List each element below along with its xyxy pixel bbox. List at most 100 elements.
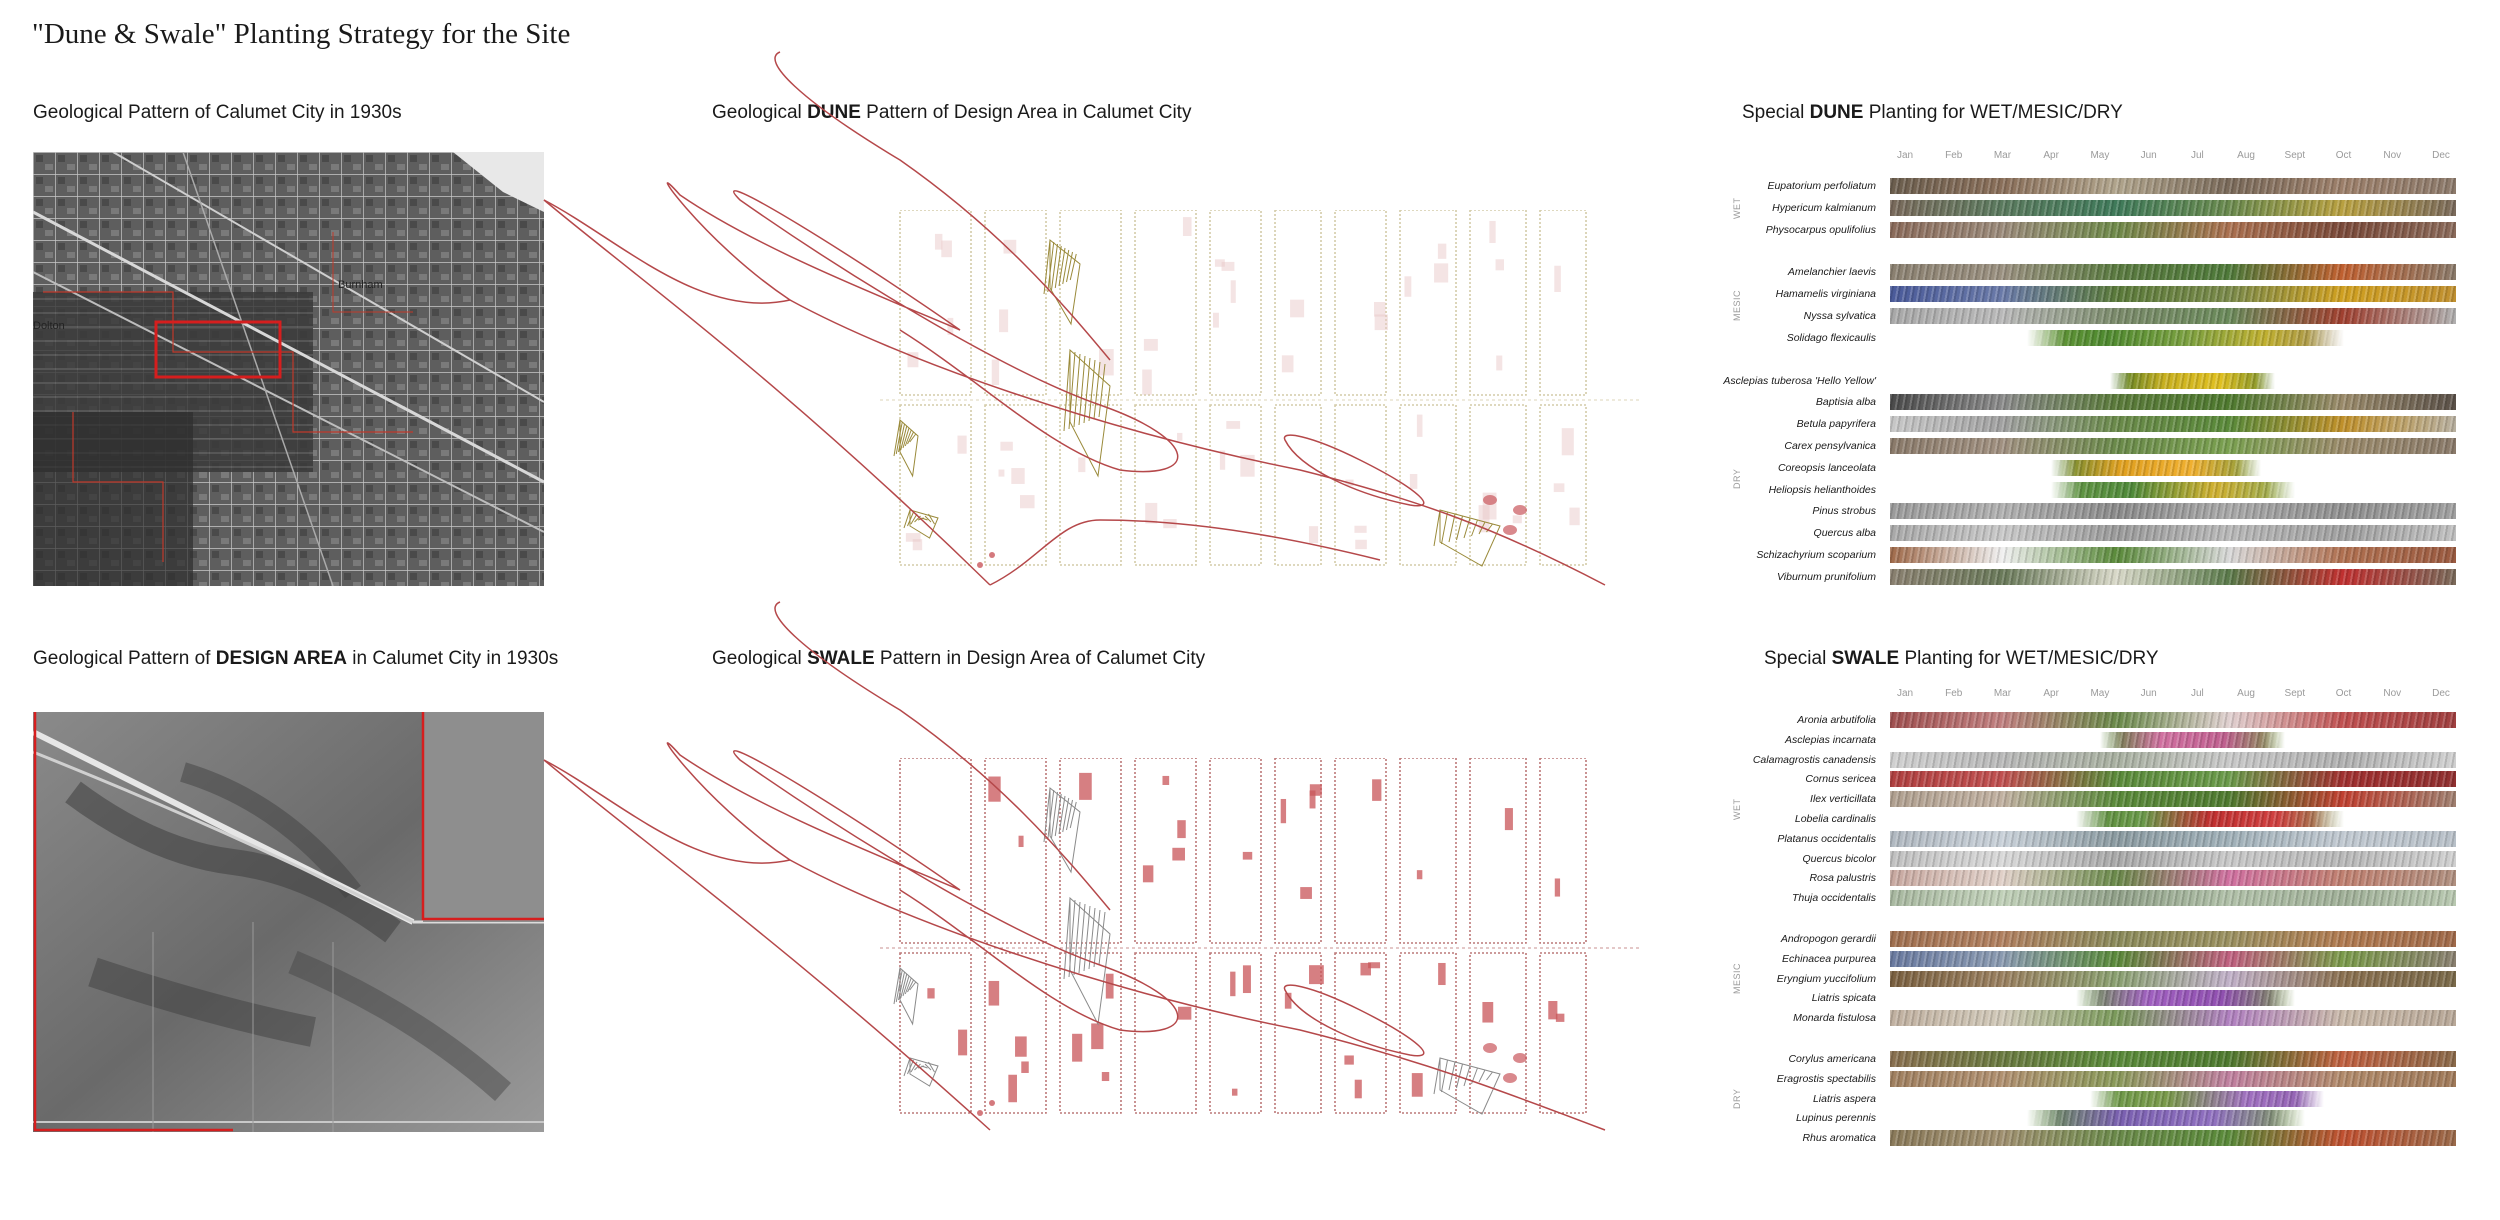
plant-row: Lupinus perennis xyxy=(1720,1110,2460,1127)
plant-row: Hamamelis virginiana xyxy=(1720,286,2460,303)
plant-name: Lupinus perennis xyxy=(1796,1112,1876,1125)
building-footprint xyxy=(1145,502,1158,524)
block-outline xyxy=(1399,404,1457,566)
plant-row: Nyssa sylvatica xyxy=(1720,308,2460,324)
dune-hatch-area xyxy=(1069,348,1111,478)
building-footprint xyxy=(1374,314,1388,331)
plant-row: Asclepias incarnata xyxy=(1720,731,2460,748)
bloom-strip xyxy=(1890,394,2456,411)
block-outline xyxy=(1134,404,1197,566)
block-outline xyxy=(1209,210,1262,396)
building-footprint xyxy=(991,359,1000,386)
plant-name: Eupatorium perfoliatum xyxy=(1767,180,1876,192)
building-footprint xyxy=(927,988,935,999)
title-text: Pattern in Design Area of Calumet City xyxy=(874,648,1206,669)
bloom-strip xyxy=(1890,830,2456,847)
hatch-line xyxy=(924,515,932,523)
building-footprint xyxy=(1416,414,1423,437)
plant-name: Thuja occidentalis xyxy=(1791,892,1876,905)
building-footprint xyxy=(1078,457,1086,473)
pond-blob xyxy=(977,562,983,568)
building-footprint xyxy=(1008,1074,1017,1103)
building-footprint xyxy=(1482,1001,1494,1023)
block-outline xyxy=(1274,952,1322,1114)
hatch-line xyxy=(1486,523,1493,533)
building-footprint xyxy=(999,309,1009,333)
building-footprint xyxy=(1281,355,1294,373)
hatch-line xyxy=(921,1065,928,1069)
building-footprint xyxy=(1309,790,1316,809)
month-label: Nov xyxy=(2383,688,2402,699)
month-label: Aug xyxy=(2237,150,2255,161)
title-text: Pattern of Design Area in Calumet City xyxy=(860,102,1192,123)
hatch-line xyxy=(1062,797,1070,833)
hatch-line xyxy=(907,431,914,445)
bloom-strip xyxy=(2075,990,2295,1007)
bloom-strip xyxy=(1890,712,2456,728)
hatch-line xyxy=(921,517,928,521)
building-footprint xyxy=(1177,820,1186,839)
hatch-line xyxy=(900,425,908,451)
month-label: Jul xyxy=(2190,688,2204,699)
plant-name: Carex pensylvanica xyxy=(1784,440,1876,452)
bloom-strip xyxy=(2075,811,2344,827)
hatch-line xyxy=(907,511,914,527)
bloom-strip xyxy=(2090,1090,2325,1107)
building-footprint xyxy=(1309,784,1322,796)
bloom-strip xyxy=(1890,199,2456,216)
plant-name: Heliopsis helianthoides xyxy=(1768,483,1876,496)
hatch-line xyxy=(900,973,908,999)
hatch-line xyxy=(1448,1061,1456,1091)
swale-outline-lower xyxy=(789,859,1606,1131)
building-footprint xyxy=(1162,775,1170,785)
building-footprint xyxy=(1079,772,1092,800)
month-label: Mar xyxy=(1993,150,2012,161)
building-footprint xyxy=(1177,432,1183,441)
hatch-line xyxy=(1441,1059,1448,1093)
building-footprint xyxy=(1496,355,1503,371)
pond-blob xyxy=(1483,495,1497,505)
hatch-line xyxy=(902,975,910,997)
hatch-line xyxy=(1448,513,1456,543)
block-outline xyxy=(1059,758,1122,944)
bloom-strip xyxy=(1890,970,2456,987)
bloom-strip xyxy=(1890,850,2456,867)
bloom-strip xyxy=(1890,221,2456,238)
hatch-line xyxy=(924,1063,932,1071)
building-footprint xyxy=(1373,302,1386,317)
title-text: Planting for WET/MESIC/DRY xyxy=(1863,102,2123,123)
building-footprint xyxy=(1142,865,1154,883)
building-footprint xyxy=(905,533,921,542)
building-footprint xyxy=(1368,962,1381,969)
plant-name: Lobelia cardinalis xyxy=(1794,813,1876,825)
title-text: Geological xyxy=(712,648,808,669)
design-area-title: Geological Pattern of DESIGN AREA in Cal… xyxy=(33,648,558,670)
plant-row: Heliopsis helianthoides xyxy=(1720,481,2460,498)
building-footprint xyxy=(1290,299,1305,318)
bloom-strip xyxy=(1890,286,2456,303)
hatch-line xyxy=(1098,363,1106,418)
plant-row: Lobelia cardinalis xyxy=(1720,811,2460,827)
building-footprint xyxy=(1344,1055,1354,1065)
plant-row: Liatris aspera xyxy=(1720,1090,2460,1107)
hatch-line xyxy=(1433,509,1441,547)
block-outline xyxy=(1274,210,1322,396)
hatch-line xyxy=(1063,349,1071,432)
pond-blob xyxy=(989,552,995,558)
swale-outline-lower xyxy=(543,759,991,1131)
moisture-group-label: DRY xyxy=(1732,468,1742,489)
building-footprint xyxy=(907,352,919,368)
plant-row: Pinus strobus xyxy=(1720,503,2460,520)
building-footprint xyxy=(1554,265,1561,292)
hatch-line xyxy=(1058,795,1066,835)
plant-name: Aronia arbutifolia xyxy=(1797,714,1876,726)
hatch-line xyxy=(1069,253,1077,281)
hatch-line xyxy=(1062,249,1070,285)
block-outline xyxy=(1274,758,1322,944)
hatch-line xyxy=(1088,907,1096,970)
hatch-line xyxy=(1054,245,1062,289)
building-footprint xyxy=(957,435,967,454)
pond-blob xyxy=(977,1110,983,1116)
